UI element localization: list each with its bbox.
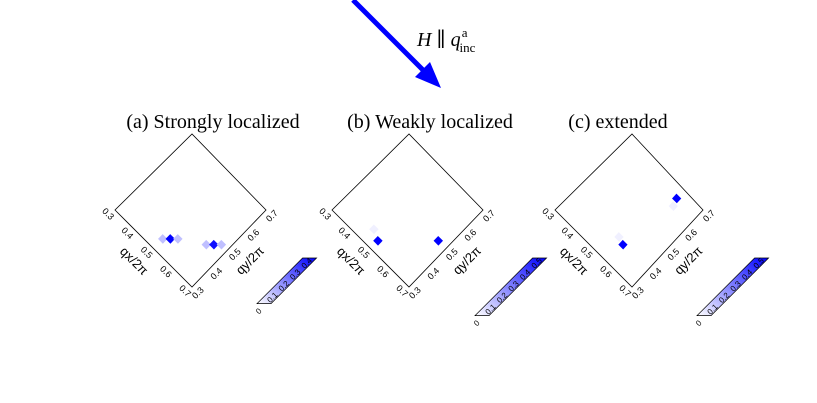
heatmap-frame [554,133,704,288]
colorbar [696,257,770,316]
heatmap-frame [331,133,484,288]
y-axis-label: qy/2π [450,243,484,277]
heatmap-cell [209,239,219,250]
colorbar-tick-label: 0 [694,318,704,328]
heatmap-cell [158,234,168,244]
y-tick-label: 0.7 [264,208,280,224]
y-tick-label: 0.7 [701,208,717,224]
heatmap-cell [668,201,678,211]
field-arrow-shaft [351,0,427,74]
y-tick-label: 0.6 [245,227,261,243]
y-tick-label: 0.4 [648,266,664,282]
y-axis-label: qy/2π [233,243,267,277]
y-tick-label: 0.6 [462,227,478,243]
y-tick-label: 0.6 [683,227,699,243]
colorbar-tick-label: 0 [254,306,264,316]
colorbar-tick-label: 0 [472,318,482,328]
heatmap-panel-1: (a) Strongly localized0.30.40.50.60.70.3… [100,111,318,316]
y-tick-label: 0.3 [190,285,206,301]
heatmap-cell [672,193,682,204]
panel-title: (c) extended [568,111,667,133]
y-tick-label: 0.4 [208,266,224,282]
heatmap-frame [114,133,267,288]
heatmap-cell [201,239,211,250]
heatmap-cell [216,239,227,250]
y-tick-label: 0.3 [407,285,423,301]
heatmap-cell [173,234,183,244]
heatmap-cell [433,235,444,246]
field-label-sub: inc [459,40,475,55]
heatmap-cell [614,232,624,242]
x-tick-label: 0.3 [100,206,116,222]
heatmap-cell [369,224,379,235]
heatmap-panel-3: (c) extended0.30.40.50.60.70.30.40.50.60… [540,111,770,328]
panel-title: (b) Weakly localized [347,111,513,133]
x-tick-label: 0.3 [317,206,333,222]
colorbar [474,257,548,316]
y-tick-label: 0.3 [630,285,646,301]
heatmap-cell [373,235,383,246]
heatmap-cell [165,234,176,244]
field-arrow-head [415,62,441,88]
heatmap-panels: (a) Strongly localized0.30.40.50.60.70.3… [100,111,770,328]
heatmap-panel-2: (b) Weakly localized0.30.40.50.60.70.30.… [317,111,548,328]
y-axis-label: qy/2π [671,243,705,277]
x-tick-label: 0.3 [540,206,556,222]
heatmap-cell [618,239,628,250]
y-tick-label: 0.4 [425,266,441,282]
panel-title: (a) Strongly localized [126,111,299,133]
field-label-main: H ∥ q [416,29,461,51]
colorbar [256,257,318,304]
field-label-sup: a [462,25,468,40]
y-tick-label: 0.7 [481,208,497,224]
